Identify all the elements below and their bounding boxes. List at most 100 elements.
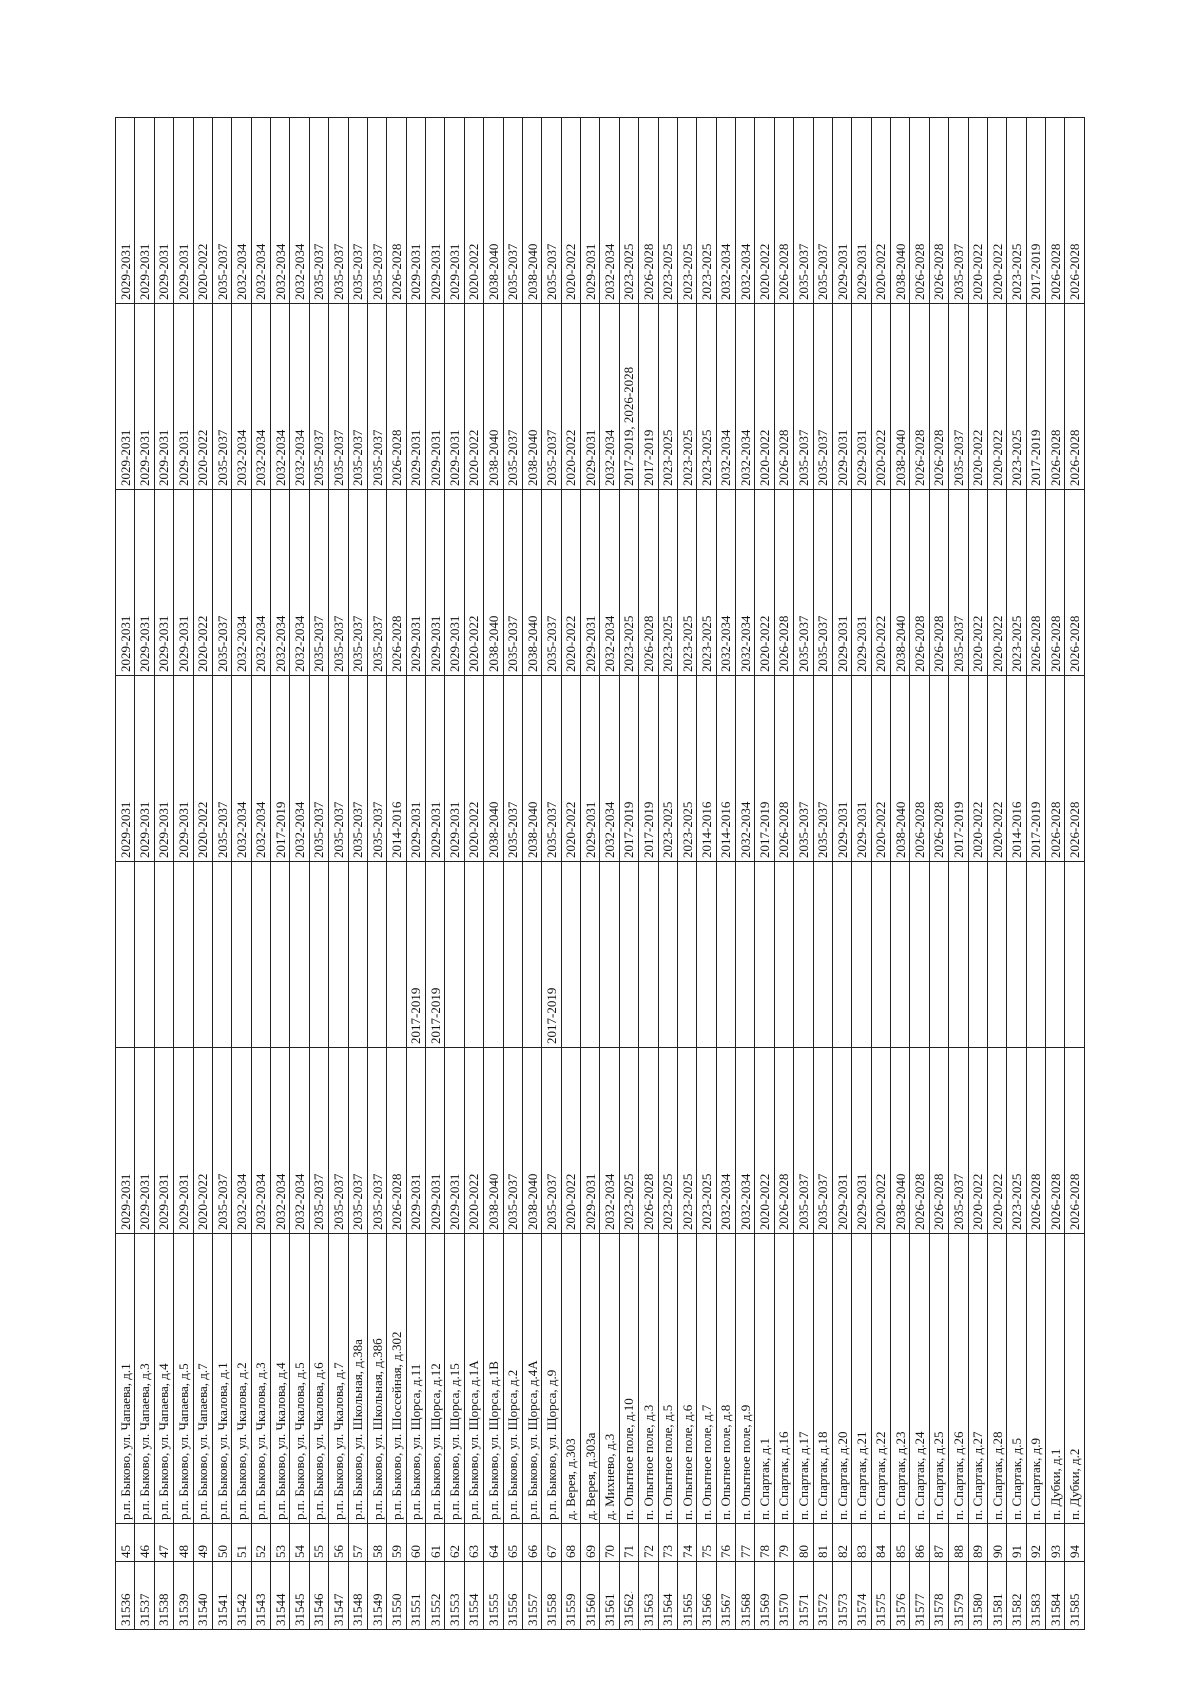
- address-cell: р.п. Быково, ул. Чапаева, д.7: [193, 1233, 213, 1524]
- period-cell: 2029-2031: [425, 489, 445, 676]
- period-cell: 2026-2028: [386, 489, 407, 676]
- period-cell: 2029-2031: [406, 117, 426, 304]
- address-cell: п. Спартак, д.22: [871, 1233, 891, 1524]
- period-cell: 2020-2022: [871, 675, 891, 862]
- period-cell: 2020-2022: [754, 117, 775, 304]
- row-number-cell: 80: [793, 1523, 813, 1562]
- period-cell: 2032-2034: [735, 117, 755, 304]
- row-id-cell: 31576: [890, 1561, 910, 1630]
- address-cell: п. Спартак, д.17: [793, 1233, 813, 1524]
- period-cell: 2020-2022: [987, 675, 1007, 862]
- row-id-cell: 31581: [987, 1561, 1007, 1630]
- period-cell: 2038-2040: [890, 117, 910, 304]
- period-cell: 2020-2022: [561, 1047, 581, 1234]
- period-cell: 2026-2028: [1045, 489, 1065, 676]
- row-id-cell: 31569: [754, 1561, 775, 1630]
- period-cell: 2029-2031: [406, 1047, 426, 1234]
- period-cell: 2026-2028: [929, 117, 949, 304]
- period-cell: 2035-2037: [948, 117, 968, 304]
- period-cell: [193, 861, 213, 1048]
- row-number-cell: 66: [522, 1523, 542, 1562]
- period-cell: [619, 861, 639, 1048]
- row-number-cell: 83: [851, 1523, 872, 1562]
- row-id-cell: 31546: [309, 1561, 329, 1630]
- period-cell: 2038-2040: [483, 1047, 503, 1234]
- address-cell: п. Спартак, д.1: [754, 1233, 775, 1524]
- period-cell: 2035-2037: [793, 117, 813, 304]
- address-cell: п. Опытное поле, д.3: [638, 1233, 658, 1524]
- period-cell: [173, 861, 193, 1048]
- period-cell: 2020-2022: [193, 117, 213, 304]
- address-cell: п. Спартак, д.5: [1006, 1233, 1027, 1524]
- scan-mark: ·: [630, 1588, 634, 1599]
- period-cell: 2038-2040: [522, 675, 542, 862]
- period-cell: 2035-2037: [212, 675, 232, 862]
- period-cell: 2038-2040: [890, 675, 910, 862]
- period-cell: 2029-2031: [115, 489, 135, 676]
- period-cell: [154, 861, 174, 1048]
- row-id-cell: 31584: [1045, 1561, 1065, 1630]
- row-number-cell: 71: [619, 1523, 639, 1562]
- period-cell: 2026-2028: [386, 1047, 407, 1234]
- address-cell: р.п. Быково, ул. Школьная, д.38б: [367, 1233, 387, 1524]
- row-number-cell: 78: [754, 1523, 775, 1562]
- address-cell: д. Михнево, д.3: [599, 1233, 620, 1524]
- period-cell: [948, 861, 968, 1048]
- address-cell: р.п. Быково, ул. Чапаева, д.1: [115, 1233, 135, 1524]
- period-cell: [832, 861, 852, 1048]
- period-cell: [231, 861, 252, 1048]
- row-id-cell: 31560: [580, 1561, 600, 1630]
- address-cell: п. Спартак, д.21: [851, 1233, 872, 1524]
- address-cell: п. Спартак, д.20: [832, 1233, 852, 1524]
- period-cell: 2029-2031: [406, 489, 426, 676]
- period-cell: 2032-2034: [599, 303, 620, 490]
- period-cell: 2026-2028: [1064, 303, 1085, 490]
- period-cell: 2035-2037: [541, 489, 562, 676]
- address-cell: р.п. Быково, ул. Чкалова, д.5: [289, 1233, 310, 1524]
- period-cell: 2032-2034: [251, 489, 271, 676]
- row-number-cell: 70: [599, 1523, 620, 1562]
- address-cell: п. Спартак, д.28: [987, 1233, 1007, 1524]
- period-cell: 2026-2028: [1064, 489, 1085, 676]
- row-number-cell: 69: [580, 1523, 600, 1562]
- period-cell: 2026-2028: [909, 117, 930, 304]
- row-id-cell: 31566: [696, 1561, 717, 1630]
- period-cell: 2023-2025: [696, 303, 717, 490]
- period-cell: 2020-2022: [464, 1047, 484, 1234]
- row-id-cell: 31563: [638, 1561, 658, 1630]
- row-number-cell: 68: [561, 1523, 581, 1562]
- row-id-cell: 31549: [367, 1561, 387, 1630]
- row-id-cell: 31548: [348, 1561, 368, 1630]
- address-cell: р.п. Быково, ул. Школьная, д.38а: [348, 1233, 368, 1524]
- period-cell: 2029-2031: [851, 303, 872, 490]
- row-number-cell: 90: [987, 1523, 1007, 1562]
- period-cell: 2032-2034: [251, 1047, 271, 1234]
- row-id-cell: 31573: [832, 1561, 852, 1630]
- period-cell: 2038-2040: [522, 1047, 542, 1234]
- row-number-cell: 84: [871, 1523, 891, 1562]
- row-number-cell: 47: [154, 1523, 174, 1562]
- period-cell: 2035-2037: [503, 675, 523, 862]
- period-cell: 2026-2028: [386, 303, 407, 490]
- period-cell: 2032-2034: [599, 675, 620, 862]
- period-cell: 2035-2037: [948, 1047, 968, 1234]
- row-id-cell: 31545: [289, 1561, 310, 1630]
- period-cell: 2029-2031: [406, 303, 426, 490]
- period-cell: [909, 861, 930, 1048]
- row-number-cell: 93: [1045, 1523, 1065, 1562]
